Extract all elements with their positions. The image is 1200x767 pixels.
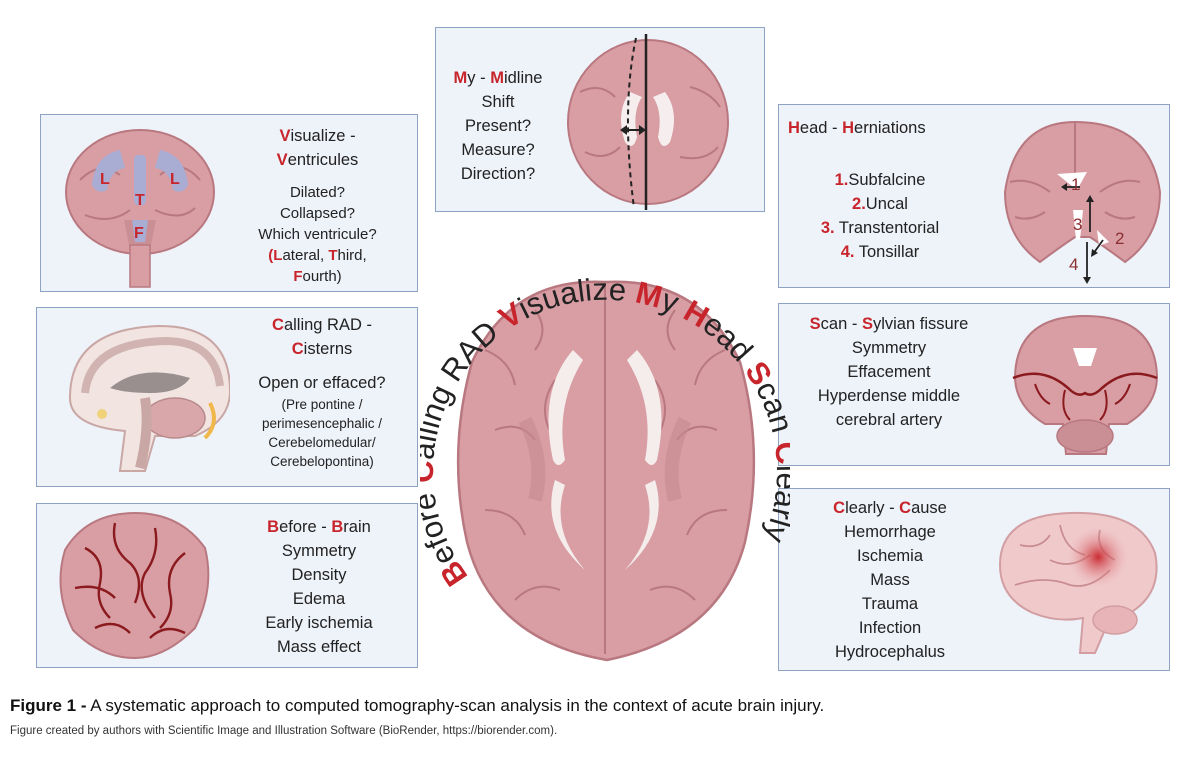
herniation-arrow-label-3: 3	[1073, 215, 1082, 234]
cause-text: Clearly - Cause Hemorrhage Ischemia Mass…	[800, 496, 980, 664]
sylvian-item: Effacement	[847, 363, 931, 381]
cisterns-list-item: Cerebelomedular/	[268, 435, 376, 450]
ventricle-label-lateral-left: L	[100, 171, 110, 188]
ventricles-types-line1: (Lateral, Third,	[268, 247, 367, 264]
sylvian-heading: Scan - Sylvian fissure	[809, 315, 969, 333]
ventricles-question: Dilated?	[289, 184, 346, 201]
cisterns-heading-line1: Calling RAD -	[272, 316, 372, 334]
herniation-item: 1.Subfalcine	[834, 171, 926, 189]
cause-item: Hemorrhage	[844, 523, 936, 541]
cause-item: Infection	[858, 619, 922, 637]
sylvian-text: Scan - Sylvian fissure Symmetry Effaceme…	[786, 312, 992, 432]
ventricles-heading-line1: Visualize -	[279, 127, 356, 145]
cause-item: Trauma	[861, 595, 919, 613]
cause-item: Mass	[870, 571, 910, 589]
figure-caption: Figure 1 - A systematic approach to comp…	[10, 696, 1190, 716]
cisterns-list-item: Cerebelopontina)	[270, 454, 374, 469]
midline-text: My - Midline Shift Present? Measure? Dir…	[438, 66, 558, 186]
sagittal-brain-cisterns-illustration	[68, 324, 230, 472]
sylvian-item: cerebral artery	[835, 411, 943, 429]
ventricle-label-lateral-right: L	[170, 171, 180, 188]
central-axial-brain-illustration	[456, 280, 756, 662]
sylvian-item: Symmetry	[851, 339, 927, 357]
midline-heading: My - Midline	[453, 69, 543, 87]
herniations-text: Head - Herniations	[788, 116, 968, 140]
cisterns-list-item: perimesencephalic /	[261, 416, 383, 431]
cisterns-list-item: (Pre pontine /	[281, 397, 363, 412]
brain-item: Mass effect	[276, 638, 362, 656]
midline-item: Shift	[481, 93, 515, 111]
cisterns-text: Calling RAD - Cisterns Open or effaced? …	[228, 313, 416, 471]
ventricles-types-line2: Fourth)	[293, 268, 342, 285]
mnemonic-text: Before Calling RAD Visualize My Head Sca…	[420, 272, 790, 593]
cisterns-heading-line2: Cisterns	[291, 340, 353, 358]
herniation-item: 2.Uncal	[852, 195, 908, 213]
cause-heading: Clearly - Cause	[833, 499, 947, 517]
midline-item: Measure?	[461, 141, 535, 159]
ventricle-label-fourth: F	[134, 225, 144, 242]
herniation-arrow-label-2: 2	[1115, 229, 1124, 248]
cause-item: Hydrocephalus	[834, 643, 946, 661]
brain-item: Symmetry	[281, 542, 357, 560]
cisterns-question: Open or effaced?	[258, 374, 386, 392]
midline-item: Present?	[464, 117, 532, 135]
sylvian-item: Hyperdense middle	[817, 387, 961, 405]
ventricles-text: Visualize - Ventricules Dilated? Collaps…	[220, 124, 415, 287]
herniations-list: 1.Subfalcine 2.Uncal 3. Transtentorial 4…	[795, 168, 965, 264]
herniation-item: 3. Transtentorial	[820, 219, 940, 237]
figure-caption-text: A systematic approach to computed tomogr…	[86, 696, 825, 715]
ventricles-question: Which ventricule?	[258, 226, 377, 243]
herniation-item: 4. Tonsillar	[840, 243, 920, 261]
mnemonic-arc: Before Calling RAD Visualize My Head Sca…	[420, 272, 790, 593]
brain-item: Edema	[292, 590, 346, 608]
figure-label: Figure 1 -	[10, 696, 87, 715]
cause-item: Ischemia	[856, 547, 924, 565]
brain-item: Early ischemia	[265, 614, 373, 632]
lateral-brain-hemorrhage-illustration	[998, 511, 1158, 654]
brain-item: Density	[291, 566, 347, 584]
herniation-arrow-label-1: 1	[1071, 175, 1080, 194]
brain-heading: Before - Brain	[267, 518, 371, 536]
axial-brain-midline-shift-illustration	[567, 34, 729, 210]
ventricles-heading-line2: Ventricules	[276, 151, 359, 169]
coronal-brain-herniations-illustration: 1 2 3 4	[1003, 120, 1162, 284]
brain-text: Before - Brain Symmetry Density Edema Ea…	[222, 515, 416, 659]
figure-credit: Figure created by authors with Scientifi…	[10, 725, 558, 737]
coronal-brain-ventricles-illustration: L L T F	[65, 129, 215, 288]
herniation-arrow-label-4: 4	[1069, 255, 1078, 274]
coronal-brain-sylvian-illustration	[1012, 314, 1159, 455]
midline-item: Direction?	[460, 165, 536, 183]
brain-surface-illustration	[59, 511, 210, 660]
ventricle-label-third: T	[135, 192, 145, 209]
ventricles-question: Collapsed?	[279, 205, 356, 222]
herniations-heading: Head - Herniations	[788, 119, 926, 137]
